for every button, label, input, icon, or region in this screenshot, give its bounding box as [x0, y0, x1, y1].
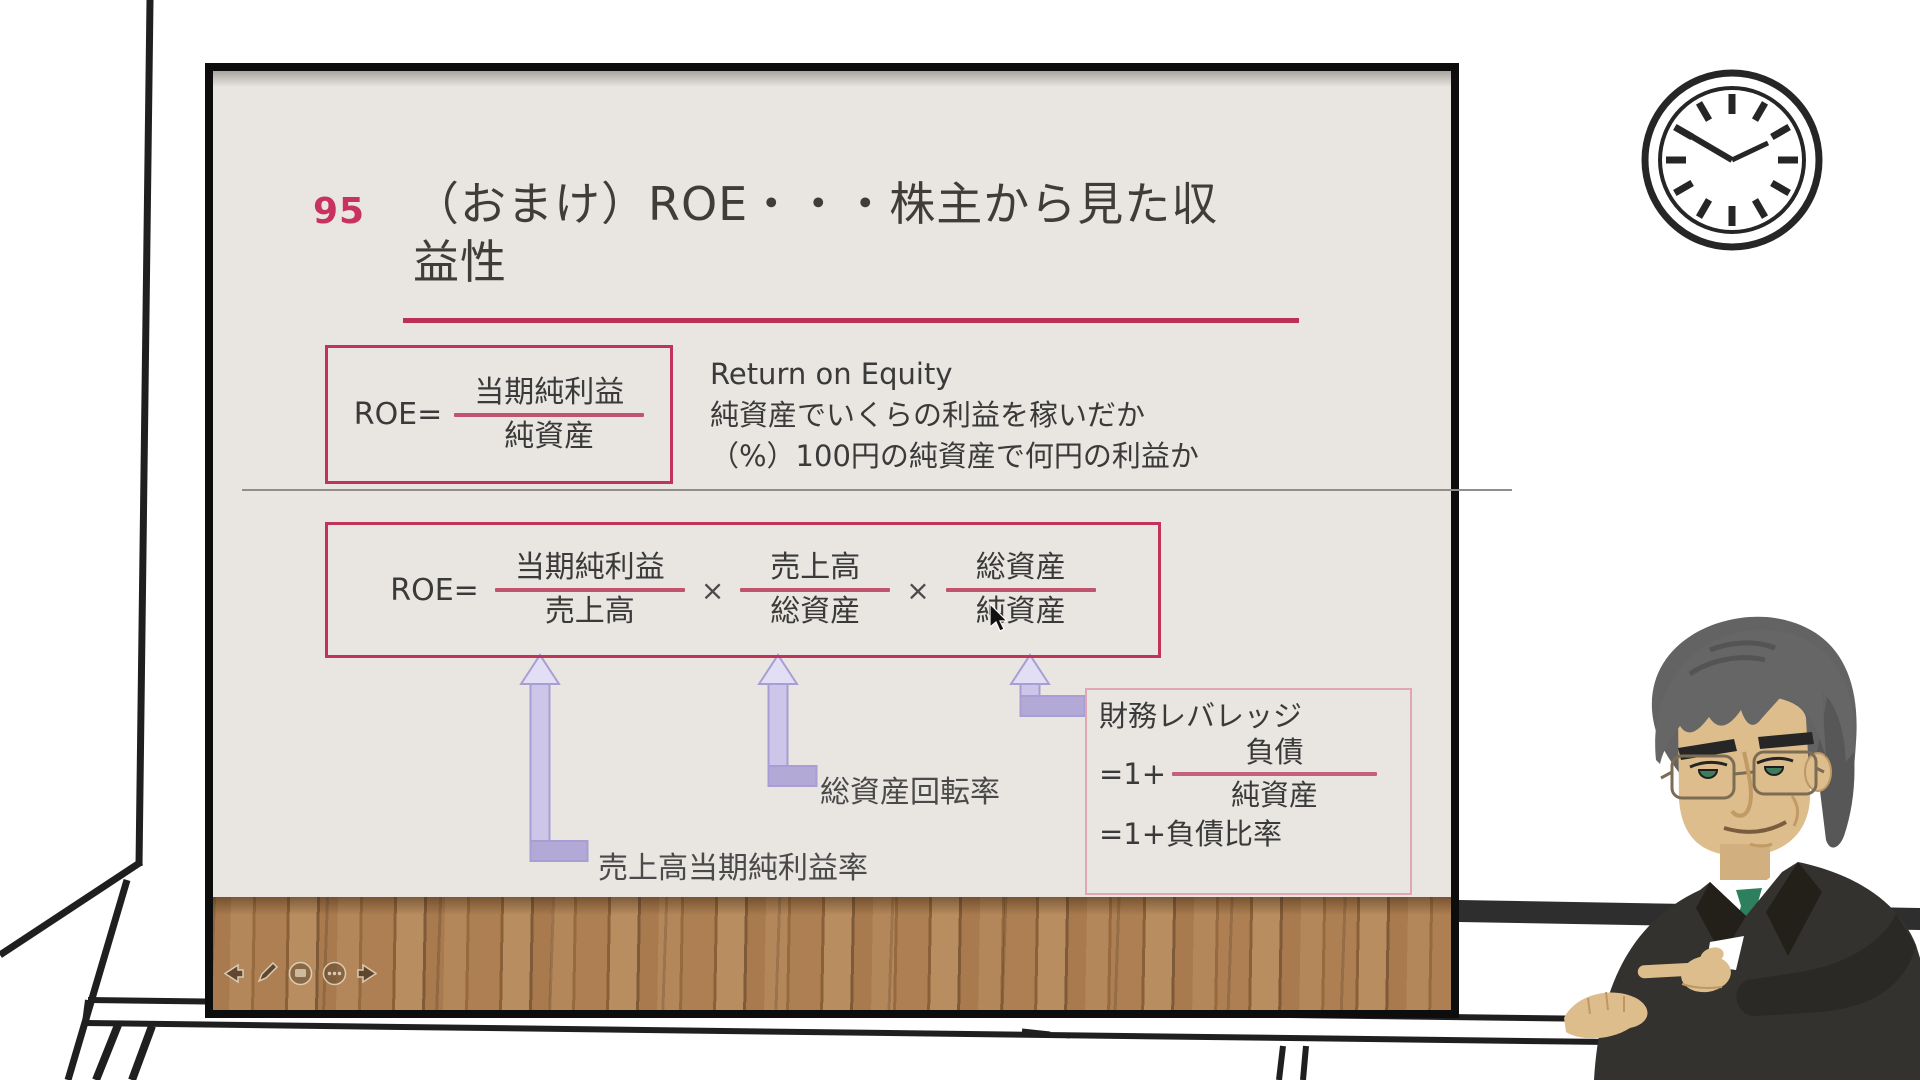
- roe-explanation-line3: （%）100円の純資産で何円の利益か: [710, 439, 1199, 473]
- pointing-arm-sleeve: [1736, 914, 1916, 1017]
- previous-slide-button[interactable]: [219, 960, 246, 987]
- leverage-title: 財務レバレッジ: [1099, 699, 1303, 733]
- wall-corner-lines: [0, 0, 154, 1080]
- screen-glyph: [295, 969, 306, 977]
- dot: [327, 971, 332, 976]
- fraction-bar: [945, 588, 1096, 592]
- more-options-button[interactable]: [321, 960, 348, 987]
- nose: [1730, 751, 1753, 818]
- leverage-fraction: 総資産 純資産: [945, 550, 1096, 629]
- fraction-numerator: 総資産: [975, 550, 1066, 585]
- fraction-numerator: 売上高: [770, 550, 861, 585]
- hour-hand: [1684, 130, 1734, 163]
- shirt-collar: [1696, 868, 1792, 916]
- face: [1678, 694, 1811, 856]
- slide-number: 95: [313, 191, 366, 232]
- clock-ticks: [1666, 94, 1798, 226]
- presentation-slide: 95 （おまけ）ROE・・・株主から見た収 益性 ROE= 当期純利益 純資産 …: [205, 63, 1512, 1018]
- roe-basic-formula-box: ROE= 当期純利益 純資産: [325, 345, 673, 484]
- ear: [1804, 752, 1832, 792]
- lapel-left: [1696, 882, 1746, 956]
- roe-basic-fraction: 当期純利益 純資産: [454, 374, 645, 454]
- teacher-character: [1564, 616, 1920, 1080]
- wall-clock-icon: [1641, 69, 1823, 251]
- roe-basic-denominator: 純資産: [504, 418, 595, 454]
- eye-right: [1763, 766, 1785, 776]
- hair-strands: [1688, 640, 1776, 677]
- smile-crease: [1790, 795, 1799, 827]
- leverage-formula: =1+ 負債 純資産: [1099, 736, 1398, 812]
- hand-crease: [1681, 983, 1723, 989]
- net-margin-fraction: 当期純利益 売上高: [494, 550, 685, 629]
- wooden-floor: [213, 897, 1451, 1010]
- section-divider: [242, 489, 1512, 491]
- thumb: [1700, 947, 1724, 965]
- arrow-right-icon: [357, 963, 378, 984]
- tie-knot: [1736, 888, 1762, 906]
- roe-decomposition-box: ROE= 当期純利益 売上高 × 売上高 総資産 × 総資産 純資産: [325, 522, 1161, 658]
- roe-basic-numerator: 当期純利益: [474, 374, 625, 410]
- fraction-bar: [1172, 772, 1378, 776]
- finger-lines: [1587, 991, 1625, 1015]
- asset-turnover-label: 総資産回転率: [820, 775, 1000, 810]
- dot: [332, 971, 337, 976]
- suit-jacket: [1594, 862, 1920, 1080]
- eyebrow-right: [1758, 732, 1814, 749]
- roe-explanation-line2: 純資産でいくらの利益を稼いだか: [710, 398, 1146, 432]
- up-arrow-asset-turnover: [757, 653, 818, 787]
- fraction-bar: [740, 588, 891, 592]
- display-button[interactable]: [287, 960, 314, 987]
- roe-explanation: Return on Equity 純資産でいくらの利益を稼いだか （%）100円…: [710, 354, 1199, 477]
- fraction-numerator: 当期純利益: [514, 550, 665, 585]
- mouse-cursor: [990, 604, 1009, 632]
- fraction-bar: [454, 412, 645, 417]
- mouth: [1723, 820, 1787, 834]
- multiply-sign: ×: [700, 573, 725, 607]
- roe-explanation-line1: Return on Equity: [710, 357, 953, 391]
- financial-leverage-box: 財務レバレッジ =1+ 負債 純資産 =1+負債比率: [1085, 688, 1412, 895]
- lapel-right: [1766, 862, 1822, 956]
- pen-icon: [257, 961, 279, 983]
- slide-title: （おまけ）ROE・・・株主から見た収 益性: [413, 175, 1363, 291]
- slide-title-line2: 益性: [413, 235, 507, 289]
- up-arrow-net-margin: [519, 653, 589, 862]
- open-palm-hand: [1564, 992, 1648, 1039]
- fraction-denominator: 総資産: [770, 594, 861, 629]
- asset-turnover-fraction: 売上高 総資産: [740, 550, 891, 629]
- eyelids: [1689, 756, 1794, 769]
- leverage-prefix: =1+: [1099, 757, 1167, 791]
- title-underline-rule: [403, 318, 1299, 323]
- dot: [337, 971, 342, 976]
- pen-button[interactable]: [253, 960, 280, 987]
- roe-decomp-lhs: ROE=: [390, 572, 479, 608]
- debt-equity-fraction: 負債 純資産: [1172, 735, 1378, 812]
- minute-hand: [1730, 140, 1770, 163]
- chin-line: [1749, 842, 1773, 848]
- slideshow-controls: [219, 960, 382, 987]
- leverage-second-line: =1+負債比率: [1099, 817, 1283, 851]
- next-slide-button[interactable]: [355, 960, 382, 987]
- pointing-finger: [1637, 962, 1702, 979]
- fraction-denominator: 売上高: [544, 594, 635, 629]
- multiply-sign: ×: [906, 573, 930, 607]
- roe-basic-lhs: ROE=: [353, 397, 443, 432]
- fraction-bar: [494, 588, 685, 592]
- arrow-left-icon: [223, 963, 244, 984]
- eye-left: [1697, 769, 1719, 779]
- glasses-icon: [1660, 750, 1825, 800]
- fraction-denominator: 純資産: [1231, 778, 1319, 812]
- up-arrow-leverage: [1009, 653, 1086, 717]
- neck: [1720, 844, 1770, 880]
- fraction-numerator: 負債: [1245, 735, 1304, 769]
- slide-title-line1: （おまけ）ROE・・・株主から見た収: [413, 177, 1219, 231]
- net-profit-margin-label: 売上高当期純利益率: [598, 851, 868, 886]
